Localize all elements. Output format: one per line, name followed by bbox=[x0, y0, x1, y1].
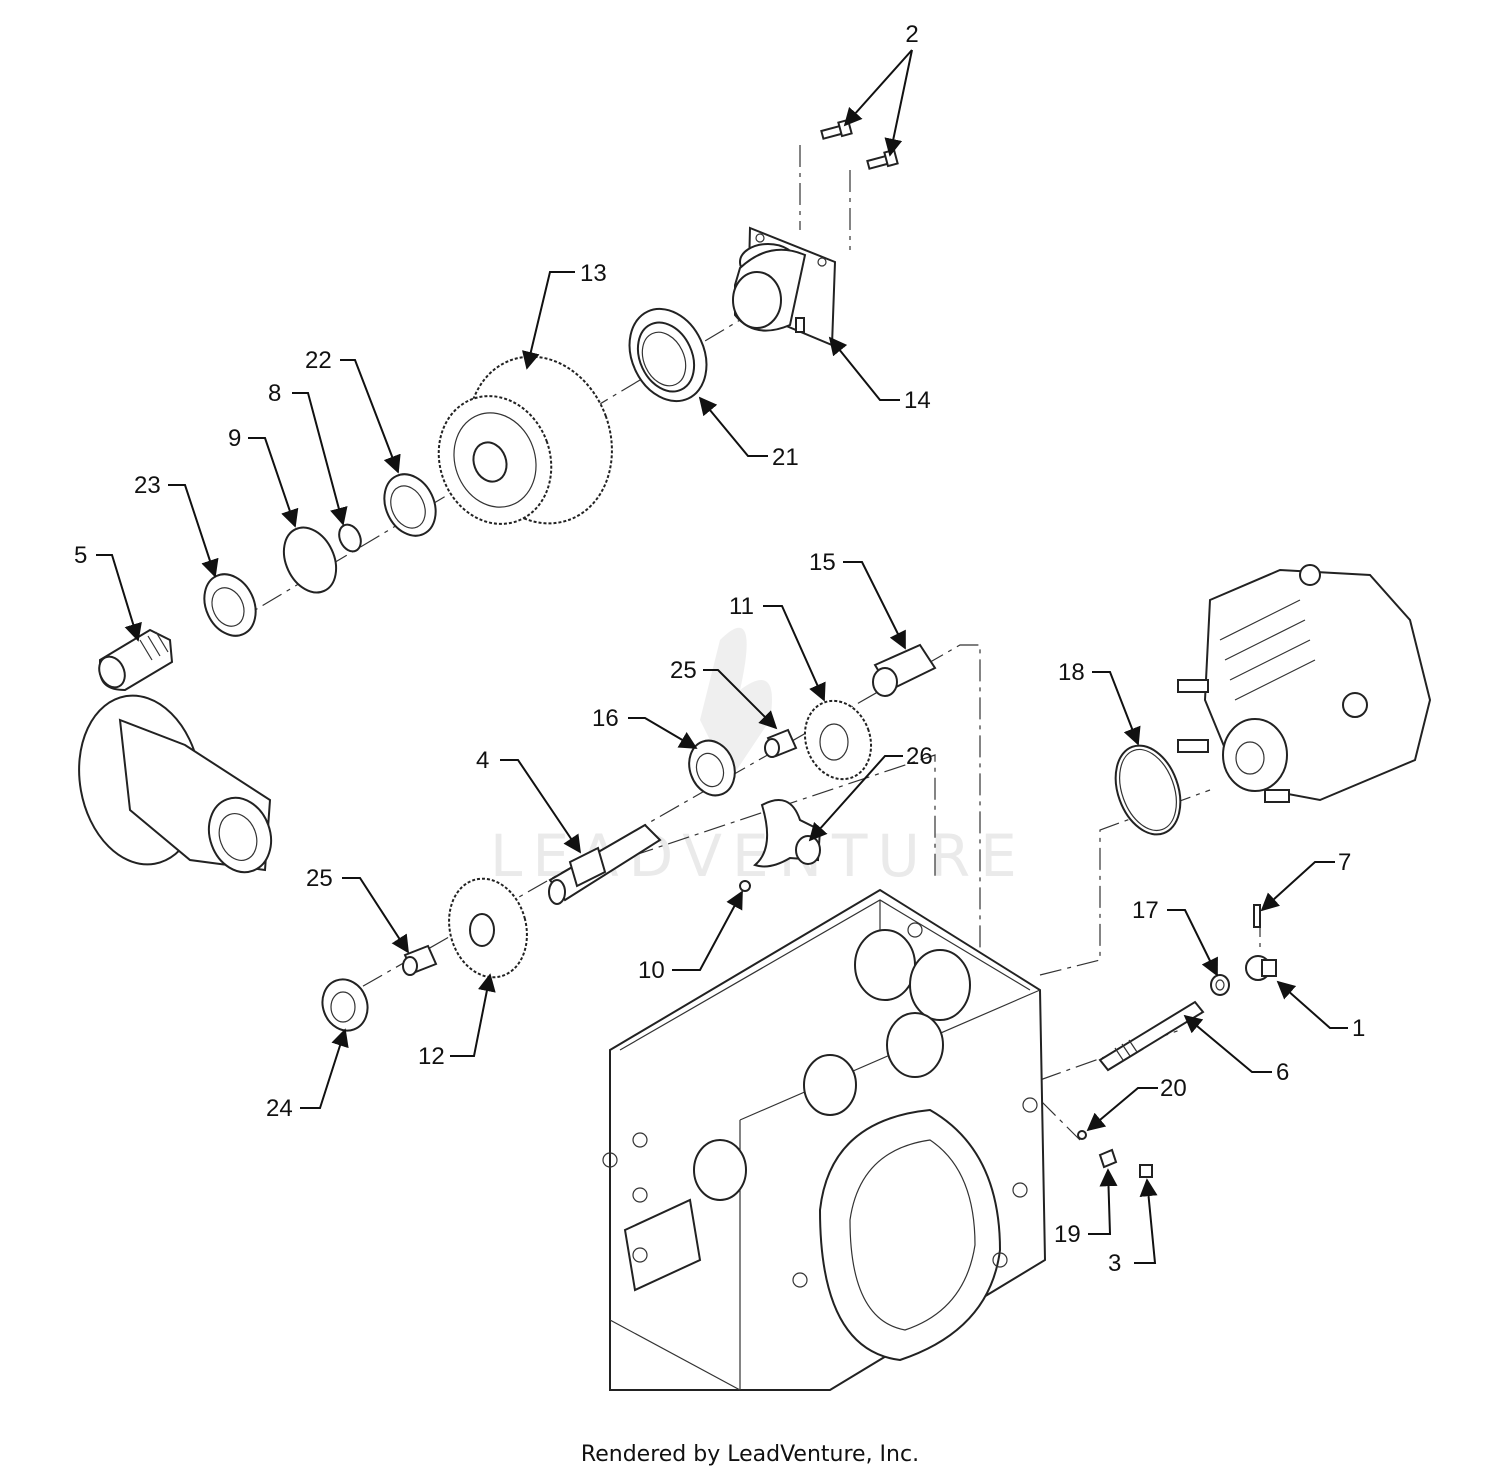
callout-6: 6 bbox=[1183, 1014, 1289, 1086]
callout-25-upper: 25 bbox=[670, 657, 778, 730]
callout-1: 1 bbox=[1276, 980, 1365, 1042]
callout-9: 9 bbox=[228, 425, 299, 528]
part-16-needle-bearing bbox=[688, 739, 736, 797]
part-11-gear bbox=[803, 699, 873, 781]
callout-label-18: 18 bbox=[1058, 659, 1085, 686]
callout-7: 7 bbox=[1260, 849, 1351, 912]
callout-12: 12 bbox=[418, 973, 496, 1070]
part-8-snap-ring bbox=[338, 523, 362, 553]
differential-assembly bbox=[78, 694, 273, 874]
part-24-bearing bbox=[321, 978, 369, 1032]
part-25-bushing-lower bbox=[402, 944, 438, 976]
callout-20: 20 bbox=[1086, 1075, 1187, 1132]
part-10-clip bbox=[739, 880, 751, 892]
callout-label-6: 6 bbox=[1276, 1059, 1289, 1086]
callout-label-4: 4 bbox=[476, 747, 489, 774]
callout-13: 13 bbox=[522, 260, 607, 370]
callout-14: 14 bbox=[828, 336, 931, 414]
callout-label-23: 23 bbox=[134, 472, 161, 499]
part-25-bushing-upper bbox=[764, 728, 798, 758]
part-3-plug bbox=[1139, 1164, 1153, 1178]
callout-11: 11 bbox=[729, 593, 826, 702]
callout-label-25-lower: 25 bbox=[306, 865, 333, 892]
part-19-spring bbox=[1098, 1148, 1118, 1169]
part-4-shaft bbox=[548, 823, 662, 905]
part-17-washer bbox=[1210, 974, 1230, 996]
part-13-double-gear bbox=[437, 355, 613, 525]
callout-4: 4 bbox=[476, 747, 582, 854]
callout-label-19: 19 bbox=[1054, 1221, 1081, 1248]
callout-label-24: 24 bbox=[266, 1095, 293, 1122]
part-14-flange-housing bbox=[732, 226, 837, 347]
callout-17: 17 bbox=[1132, 897, 1218, 977]
callout-label-13: 13 bbox=[580, 260, 607, 287]
callout-25-lower: 25 bbox=[306, 865, 409, 954]
callout-label-3: 3 bbox=[1108, 1250, 1121, 1277]
callout-label-8: 8 bbox=[268, 380, 281, 407]
part-1-fitting bbox=[1245, 955, 1277, 981]
callout-label-5: 5 bbox=[74, 542, 87, 569]
part-22-bearing bbox=[383, 473, 437, 537]
part-12-gear bbox=[448, 877, 528, 979]
callout-label-14: 14 bbox=[904, 387, 931, 414]
callout-5: 5 bbox=[74, 542, 142, 642]
part-2-bolt-left bbox=[820, 118, 853, 140]
callout-label-25-upper: 25 bbox=[670, 657, 697, 684]
callout-label-26: 26 bbox=[906, 743, 933, 770]
callout-23: 23 bbox=[134, 472, 219, 578]
callout-15: 15 bbox=[809, 549, 906, 650]
callout-label-16: 16 bbox=[592, 705, 619, 732]
callout-26: 26 bbox=[808, 743, 933, 842]
part-5-pinion-shaft bbox=[98, 628, 174, 692]
callout-label-12: 12 bbox=[418, 1043, 445, 1070]
part-15-bushing bbox=[872, 643, 937, 697]
transmission-case bbox=[602, 888, 1047, 1391]
render-credit: Rendered by LeadVenture, Inc. bbox=[580, 1442, 920, 1467]
callout-22: 22 bbox=[305, 347, 401, 474]
part-18-o-ring bbox=[1114, 744, 1182, 836]
part-20-ball bbox=[1077, 1130, 1087, 1140]
callout-label-9: 9 bbox=[228, 425, 241, 452]
callout-label-21: 21 bbox=[772, 444, 799, 471]
hydrostatic-pump bbox=[1177, 564, 1432, 803]
callout-18: 18 bbox=[1058, 659, 1141, 746]
callout-21: 21 bbox=[698, 396, 799, 471]
part-23-bearing bbox=[203, 573, 257, 637]
callout-10: 10 bbox=[638, 890, 743, 984]
callout-8: 8 bbox=[268, 380, 348, 526]
callout-label-1: 1 bbox=[1352, 1015, 1365, 1042]
part-7-pin bbox=[1253, 904, 1261, 928]
part-2-bolt-right bbox=[866, 148, 899, 170]
part-21-bearing bbox=[628, 307, 708, 403]
callout-2: 2 bbox=[843, 21, 919, 157]
callout-label-22: 22 bbox=[305, 347, 332, 374]
callout-16: 16 bbox=[592, 705, 698, 749]
callout-label-17: 17 bbox=[1132, 897, 1159, 924]
callout-label-15: 15 bbox=[809, 549, 836, 576]
callout-19: 19 bbox=[1054, 1168, 1118, 1248]
callout-label-10: 10 bbox=[638, 957, 665, 984]
callout-label-7: 7 bbox=[1338, 849, 1351, 876]
callout-label-2: 2 bbox=[905, 21, 918, 48]
callout-3: 3 bbox=[1108, 1178, 1158, 1277]
callout-label-11: 11 bbox=[729, 593, 754, 620]
part-6-shift-rod bbox=[1098, 1000, 1205, 1072]
callout-24: 24 bbox=[266, 1028, 349, 1122]
part-9-retaining-ring bbox=[282, 526, 338, 594]
callout-label-20: 20 bbox=[1160, 1075, 1187, 1102]
part-26-shift-fork bbox=[753, 799, 822, 868]
